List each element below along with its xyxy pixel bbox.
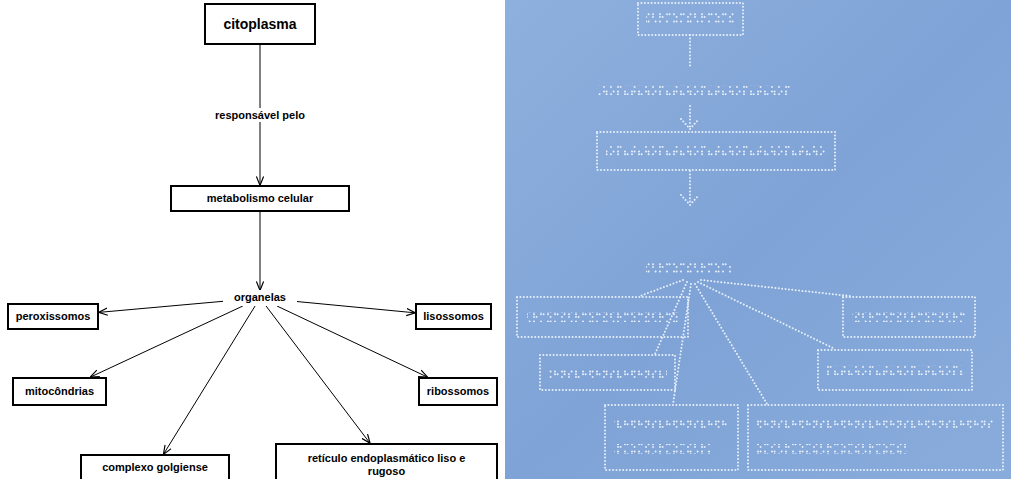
arrow-connector xyxy=(91,306,243,377)
node-text: organelas xyxy=(234,291,286,304)
braille-line xyxy=(698,282,835,349)
braille-row xyxy=(757,444,907,454)
braille-row xyxy=(646,13,736,23)
arrow-connector xyxy=(277,306,427,377)
braille-box xyxy=(818,350,972,390)
arrow-connector xyxy=(260,212,261,290)
arrow-connector xyxy=(99,301,223,312)
node-text: mitocôndrias xyxy=(25,385,94,398)
braille-row xyxy=(614,444,710,454)
paper-ground xyxy=(505,0,1011,479)
arrow-connector xyxy=(297,302,415,313)
braille-dots xyxy=(527,13,995,454)
braille-row xyxy=(606,146,826,156)
braille-box xyxy=(540,355,675,390)
braille-row xyxy=(827,365,963,375)
braille-line xyxy=(640,280,683,296)
braille-line xyxy=(689,171,691,204)
node-text: lisossomos xyxy=(423,310,484,323)
node-text: complexo golgiense xyxy=(102,461,208,474)
braille-box xyxy=(843,297,975,337)
edge-label: responsável pelo xyxy=(212,108,308,122)
braille-row xyxy=(852,312,966,322)
organelle-box: ribossomos xyxy=(418,377,498,406)
braille-box xyxy=(597,132,835,170)
arrow-connector xyxy=(164,306,255,454)
braille-arrowhead xyxy=(681,119,699,129)
node-text: citoplasma xyxy=(223,16,296,33)
organelle-box: peroxissomos xyxy=(7,303,99,330)
node-text: retículo endoplasmático liso e rugoso xyxy=(296,452,478,478)
braille-line xyxy=(689,106,691,128)
braille-row xyxy=(598,85,790,95)
organelle-box: mitocôndrias xyxy=(12,377,107,406)
braille-photo xyxy=(505,0,1011,479)
organelle-box: lisossomos xyxy=(415,303,492,330)
node-text: ribossomos xyxy=(427,385,489,398)
braille-row xyxy=(549,368,667,378)
organelle-box: complexo golgiense xyxy=(80,454,230,479)
braille-box xyxy=(748,405,1003,470)
braille-row xyxy=(757,418,995,428)
organelle-box: retículo endoplasmático liso e rugoso xyxy=(275,443,498,479)
arrow-connector xyxy=(266,306,370,443)
root-box: citoplasma xyxy=(204,3,316,45)
braille-row xyxy=(646,263,731,273)
braille-line xyxy=(695,284,767,404)
braille-line xyxy=(689,35,691,68)
node-text: metabolismo celular xyxy=(207,192,313,205)
hub-text: organelas xyxy=(223,290,297,306)
braille-row xyxy=(614,418,729,428)
braille-box xyxy=(638,3,743,35)
concept-box: metabolismo celular xyxy=(170,185,350,212)
braille-arrowhead xyxy=(681,195,699,205)
braille-box xyxy=(605,405,738,470)
braille-outlines xyxy=(517,3,1003,470)
braille-box xyxy=(517,297,688,337)
node-text: peroxissomos xyxy=(16,310,91,323)
braille-row xyxy=(527,312,679,322)
